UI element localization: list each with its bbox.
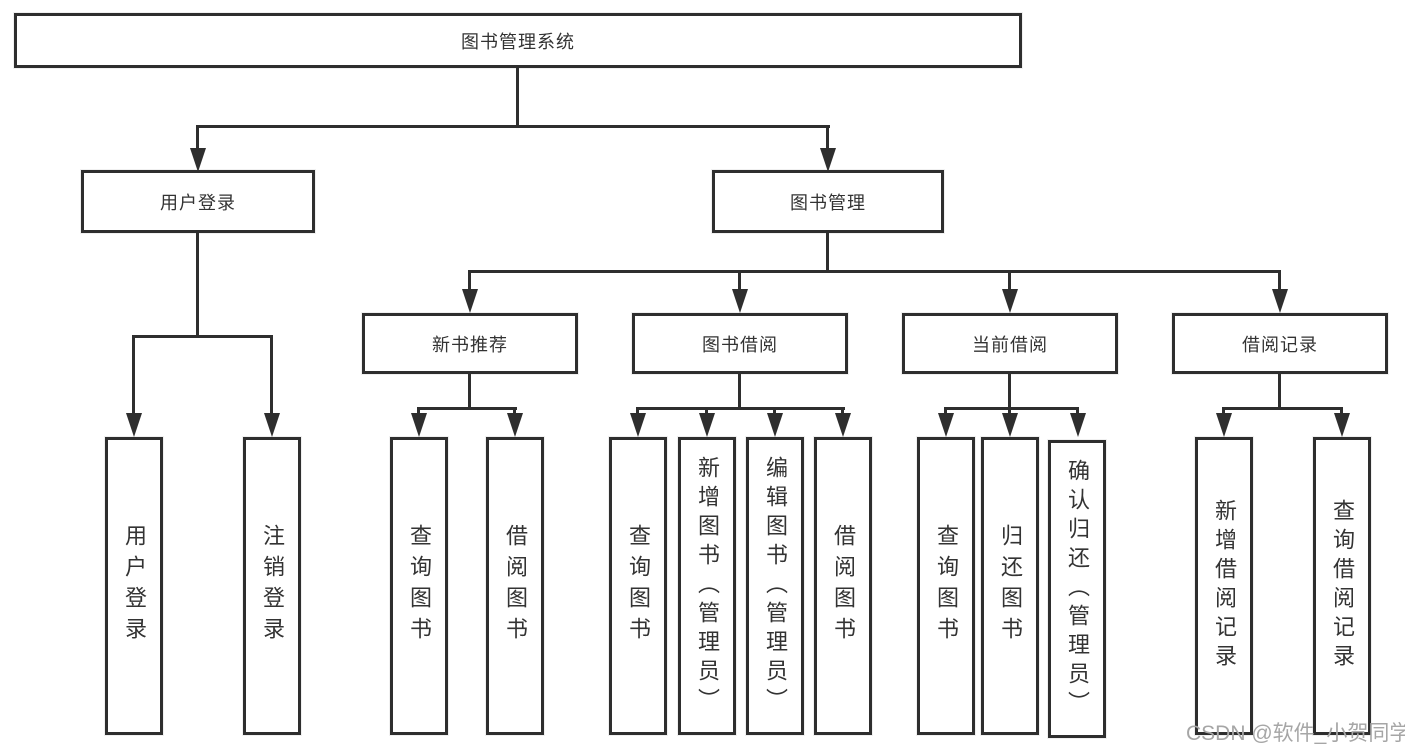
arrowhead-down-icon xyxy=(264,413,280,437)
arrowhead-down-icon xyxy=(732,289,748,313)
node-book-management: 图书管理 xyxy=(712,170,944,233)
connector-currentborrow-stem xyxy=(1008,374,1011,409)
connector-branch xyxy=(944,407,947,416)
leaf-records-query-record: 查询借阅记录 xyxy=(1313,437,1371,735)
connector-newbooks-stem xyxy=(468,374,471,409)
csdn-watermark: CSDN @软件_小贺同学 xyxy=(1186,722,1405,745)
connector-bookborrow-stem xyxy=(738,374,741,409)
connector-branch-user-login xyxy=(196,125,199,151)
arrowhead-down-icon xyxy=(767,413,783,437)
arrowhead-down-icon xyxy=(835,413,851,437)
connector-l3-split xyxy=(468,270,1281,273)
node-current-borrow: 当前借阅 xyxy=(902,313,1118,374)
leaf-borrow-edit-books-admin: 编辑图书（管理员） xyxy=(746,437,804,735)
node-borrow-records: 借阅记录 xyxy=(1172,313,1388,374)
connector-records-stem xyxy=(1278,374,1281,409)
connector-branch-book-borrow xyxy=(738,270,741,292)
connector-bookmgmt-stem xyxy=(826,233,829,272)
arrowhead-down-icon xyxy=(1002,413,1018,437)
connector-records-split xyxy=(1222,407,1343,410)
connector-branch xyxy=(636,407,639,416)
leaf-current-return-books: 归还图书 xyxy=(981,437,1039,735)
node-root: 图书管理系统 xyxy=(14,13,1022,68)
node-user-login: 用户登录 xyxy=(81,170,315,233)
connector-branch xyxy=(1340,407,1343,416)
connector-bookborrow-split xyxy=(636,407,845,410)
connector-branch xyxy=(841,407,844,416)
arrowhead-down-icon xyxy=(938,413,954,437)
leaf-current-query-books: 查询图书 xyxy=(917,437,975,735)
connector-branch-borrow-records xyxy=(1278,270,1281,292)
arrowhead-down-icon xyxy=(190,148,206,172)
arrowhead-down-icon xyxy=(1070,413,1086,437)
connector-branch xyxy=(1008,407,1011,416)
connector-branch xyxy=(1222,407,1225,416)
connector-user-split xyxy=(132,335,273,338)
arrowhead-down-icon xyxy=(126,413,142,437)
arrowhead-down-icon xyxy=(462,289,478,313)
connector-branch xyxy=(705,407,708,416)
leaf-borrow-borrow-books: 借阅图书 xyxy=(814,437,872,735)
connector-branch-leaf-login xyxy=(132,335,135,415)
connector-root-stem xyxy=(516,68,519,126)
connector-user-stem xyxy=(196,233,199,337)
leaf-logout: 注销登录 xyxy=(243,437,301,735)
connector-branch xyxy=(513,407,516,416)
connector-branch-book-mgmt xyxy=(826,125,829,151)
connector-branch xyxy=(773,407,776,416)
connector-branch-new-books xyxy=(468,270,471,292)
leaf-borrow-add-books-admin: 新增图书（管理员） xyxy=(678,437,736,735)
leaf-newbooks-query-books: 查询图书 xyxy=(390,437,448,735)
connector-branch xyxy=(1076,407,1079,416)
leaf-current-confirm-return-admin: 确认归还（管理员） xyxy=(1048,440,1106,738)
leaf-user-login: 用户登录 xyxy=(105,437,163,735)
leaf-records-add-record: 新增借阅记录 xyxy=(1195,437,1253,735)
arrowhead-down-icon xyxy=(630,413,646,437)
leaf-borrow-query-books: 查询图书 xyxy=(609,437,667,735)
arrowhead-down-icon xyxy=(1002,289,1018,313)
node-book-borrow: 图书借阅 xyxy=(632,313,848,374)
arrowhead-down-icon xyxy=(820,148,836,172)
arrowhead-down-icon xyxy=(411,413,427,437)
connector-newbooks-split xyxy=(417,407,517,410)
arrowhead-down-icon xyxy=(507,413,523,437)
node-new-book-recommend: 新书推荐 xyxy=(362,313,578,374)
arrowhead-down-icon xyxy=(1272,289,1288,313)
connector-branch xyxy=(417,407,420,416)
connector-l1-split xyxy=(196,125,830,128)
leaf-newbooks-borrow-books: 借阅图书 xyxy=(486,437,544,735)
connector-currentborrow-split xyxy=(944,407,1079,410)
connector-branch-leaf-logout xyxy=(270,335,273,415)
connector-branch-current-borrow xyxy=(1008,270,1011,292)
arrowhead-down-icon xyxy=(1334,413,1350,437)
arrowhead-down-icon xyxy=(699,413,715,437)
arrowhead-down-icon xyxy=(1216,413,1232,437)
